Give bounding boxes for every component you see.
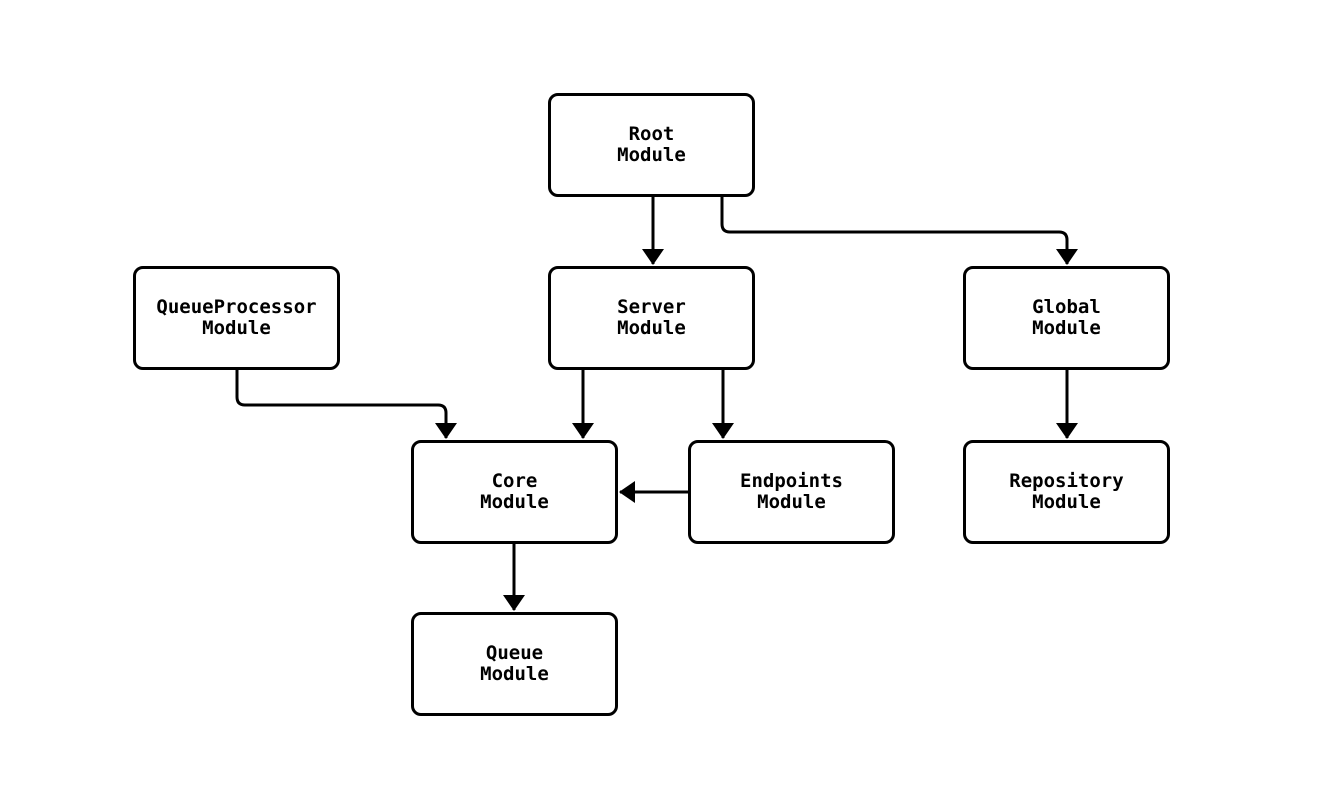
- edge-root-to-global: [720, 197, 1078, 265]
- node-root-module: Root Module: [548, 93, 755, 197]
- node-queueprocessor-module: QueueProcessor Module: [133, 266, 340, 370]
- node-server-module: Server Module: [548, 266, 755, 370]
- node-endpoints-module: Endpoints Module: [688, 440, 895, 544]
- edge-queueprocessor-to-core: [235, 370, 457, 439]
- node-queue-module: Queue Module: [411, 612, 618, 716]
- node-repository-module: Repository Module: [963, 440, 1170, 544]
- node-core-module: Core Module: [411, 440, 618, 544]
- node-global-module: Global Module: [963, 266, 1170, 370]
